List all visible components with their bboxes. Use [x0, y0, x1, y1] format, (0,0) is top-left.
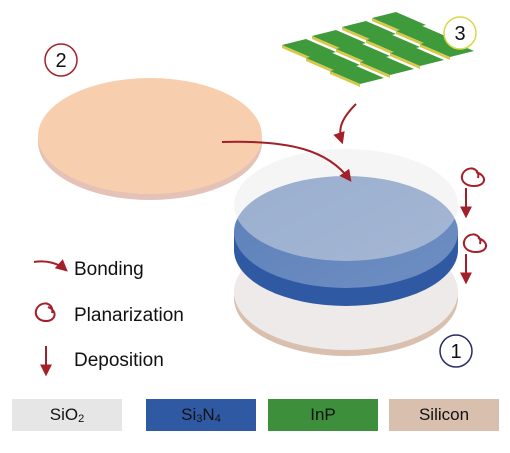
chip-row-2	[306, 25, 450, 74]
svg-text:3: 3	[454, 23, 465, 45]
step-badge-2: 2	[44, 43, 78, 77]
planarization-icon-2	[462, 233, 487, 254]
chip-row-3	[330, 38, 474, 87]
bonding-arrow-wafer	[221, 140, 352, 182]
stack-1	[234, 149, 458, 356]
svg-text:2: 2	[55, 50, 66, 72]
inp-chips	[282, 12, 474, 87]
deposition-key-label: Deposition	[74, 350, 164, 371]
planarization-key-label: Planarization	[74, 305, 184, 326]
sio2-cladding-top	[234, 149, 458, 261]
bonding-key-icon	[33, 259, 68, 272]
svg-text:1: 1	[450, 341, 461, 363]
bonding-key-label: Bonding	[74, 259, 144, 280]
step-badge-1: 1	[439, 334, 473, 368]
wafer-2	[38, 78, 262, 200]
planarization-key-icon	[34, 302, 56, 323]
bonding-arrow-chips	[333, 103, 357, 145]
planarization-icon-1	[460, 167, 485, 188]
chip-row-1	[282, 12, 426, 61]
si3n4-layer-top	[234, 176, 458, 288]
step-badge-3: 3	[443, 16, 477, 50]
legend-silicon: Silicon	[389, 399, 499, 431]
legend-inp: InP	[268, 399, 378, 431]
